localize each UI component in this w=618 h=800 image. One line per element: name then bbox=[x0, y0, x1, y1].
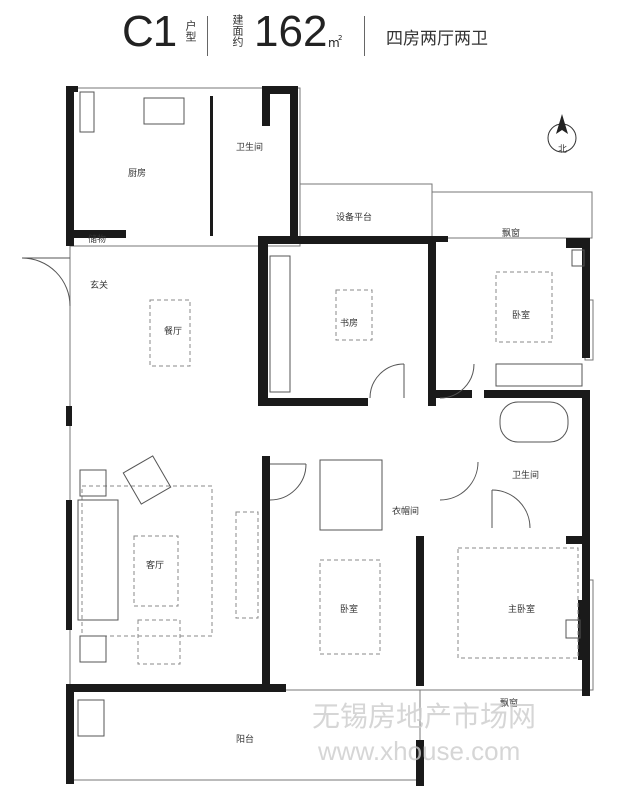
compass-label: 北 bbox=[558, 144, 567, 155]
unit-type-label: 户型 bbox=[184, 20, 197, 42]
watermark-line-2: www.xhouse.com bbox=[317, 736, 520, 766]
area-value: 162 bbox=[254, 7, 328, 56]
room-study: 书房 bbox=[340, 317, 358, 329]
room-balcony: 阳台 bbox=[236, 733, 254, 745]
walls bbox=[66, 86, 590, 786]
north-compass bbox=[547, 114, 577, 153]
room-storage: 储物 bbox=[88, 233, 106, 245]
area-label: 建面约 bbox=[231, 14, 244, 47]
header-divider bbox=[207, 16, 208, 56]
room-bath-2: 卫生间 bbox=[512, 469, 539, 481]
layout-description: 四房两厅两卫 bbox=[386, 29, 488, 49]
room-equipment: 设备平台 bbox=[336, 211, 372, 223]
room-dining: 餐厅 bbox=[164, 325, 182, 337]
room-kitchen: 厨房 bbox=[128, 167, 146, 179]
area-unit-sup: 2 bbox=[338, 34, 343, 42]
room-bedroom-ne: 卧室 bbox=[512, 309, 530, 321]
room-bath-1: 卫生间 bbox=[236, 141, 263, 153]
room-bay-window-bottom: 飘窗 bbox=[500, 697, 518, 709]
room-living: 客厅 bbox=[146, 559, 164, 571]
area-unit: m bbox=[328, 36, 340, 50]
fixtures bbox=[77, 91, 585, 737]
room-foyer: 玄关 bbox=[90, 279, 108, 291]
unit-code: C1 bbox=[122, 7, 177, 56]
room-master-bedroom: 主卧室 bbox=[508, 603, 535, 615]
plan-header: C1 户型 建面约 162 m 2 四房两厅两卫 bbox=[0, 0, 618, 70]
door-swings bbox=[21, 257, 531, 529]
thin-lines bbox=[69, 87, 594, 781]
furniture bbox=[81, 271, 579, 665]
room-bedroom-mid: 卧室 bbox=[340, 603, 358, 615]
watermark-line-1: 无锡房地产市场网 bbox=[312, 701, 536, 732]
room-cloakroom: 衣帽间 bbox=[392, 505, 419, 517]
room-bay-window-top: 飘窗 bbox=[502, 227, 520, 239]
header-divider-2 bbox=[364, 16, 365, 56]
